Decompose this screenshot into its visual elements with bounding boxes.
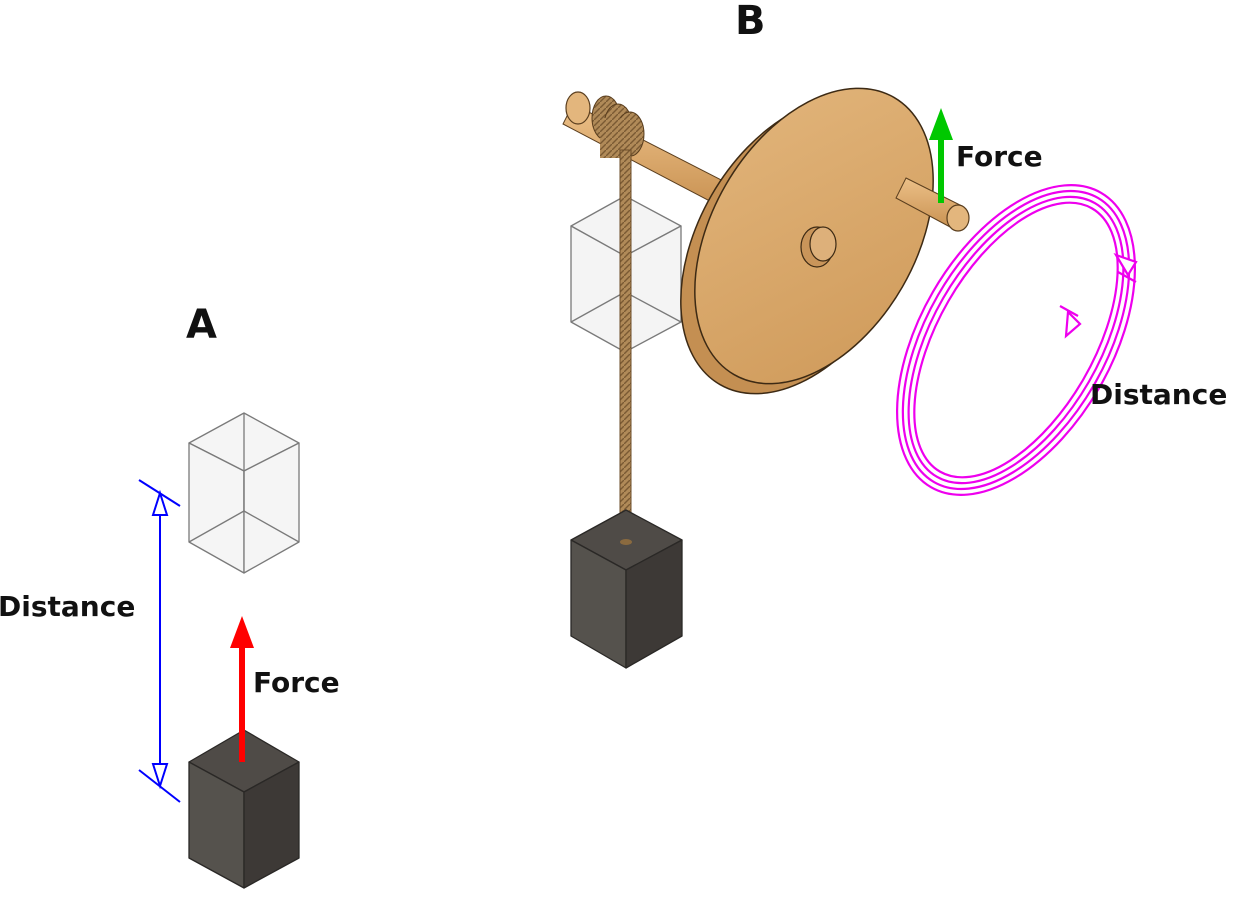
wheel bbox=[680, 87, 934, 395]
axle-right bbox=[895, 177, 970, 232]
distance-spiral-b bbox=[896, 184, 1138, 496]
panel-a-letter: A bbox=[186, 302, 217, 348]
panel-a: A Distance Force bbox=[0, 302, 340, 889]
rope bbox=[619, 149, 632, 546]
panel-b-letter: B bbox=[735, 0, 766, 44]
force-label-b: Force bbox=[956, 140, 1043, 173]
distance-label-b: Distance bbox=[1090, 378, 1227, 411]
panel-b: B bbox=[562, 0, 1227, 669]
force-label-a: Force bbox=[253, 666, 340, 699]
rope-coil bbox=[591, 95, 645, 158]
distance-dimension-a bbox=[138, 479, 181, 803]
axle-left bbox=[562, 91, 738, 209]
force-arrow-a bbox=[230, 616, 254, 762]
ghost-block-a bbox=[188, 412, 300, 574]
weight-block-b bbox=[570, 509, 683, 669]
rope-end bbox=[620, 539, 632, 545]
force-arrow-b bbox=[929, 108, 953, 203]
distance-label-a: Distance bbox=[0, 590, 135, 623]
